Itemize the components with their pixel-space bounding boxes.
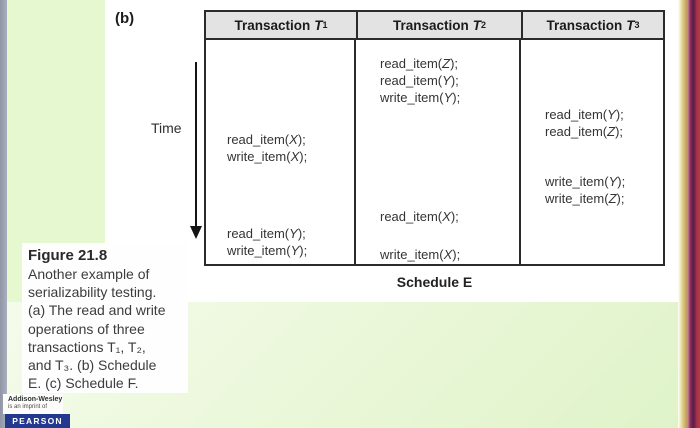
op-t3-write-y: write_item(Y);	[545, 174, 626, 189]
op-t1-read-x: read_item(X);	[227, 132, 306, 147]
column-divider	[354, 40, 356, 264]
op-t2-read-y: read_item(Y);	[380, 73, 459, 88]
figure-caption-box: Figure 21.8 Another example of serializa…	[22, 243, 188, 393]
figure-caption-line: (a) The read and write	[28, 302, 166, 319]
column-header-sub: 2	[481, 20, 487, 30]
op-t3-read-y: read_item(Y);	[545, 107, 624, 122]
column-divider	[519, 40, 521, 264]
figure-caption-line: operations of three	[28, 320, 145, 337]
figure-caption-line: E. (c) Schedule F.	[28, 375, 139, 392]
op-t2-read-x: read_item(X);	[380, 209, 459, 224]
schedule-name-caption: Schedule E	[396, 274, 473, 290]
schedule-table-body: read_item(Z); read_item(Y); write_item(Y…	[206, 40, 663, 264]
op-t2-read-z: read_item(Z);	[380, 56, 459, 71]
op-t1-write-x: write_item(X);	[227, 149, 308, 164]
part-label-b: (b)	[115, 10, 135, 27]
op-t2-write-y: write_item(Y);	[380, 90, 461, 105]
left-edge-bar	[0, 0, 7, 428]
op-t3-read-z: read_item(Z);	[545, 124, 624, 139]
pearson-logo: PEARSON	[5, 414, 70, 428]
column-header-text: Transaction	[234, 17, 311, 33]
column-header-sub: 1	[322, 20, 328, 30]
pearson-logo-text: PEARSON	[12, 416, 63, 426]
imprint-name: Addison-Wesley	[8, 396, 63, 403]
imprint-tagline: is an imprint of	[8, 404, 48, 410]
column-header-tvar: T	[472, 17, 481, 33]
figure-caption-line: transactions T₁, T₂,	[28, 338, 146, 355]
column-header-text: Transaction	[546, 17, 623, 33]
figure-caption-title: Figure 21.8	[28, 247, 108, 264]
op-t2-write-x: write_item(X);	[380, 247, 461, 262]
time-arrow-line	[195, 62, 197, 227]
figure-caption-line: and T₃. (b) Schedule	[28, 357, 157, 374]
column-header-sub: 3	[634, 20, 640, 30]
imprint-box: Addison-Wesley is an imprint of	[3, 394, 63, 414]
column-header-tvar: T	[626, 17, 635, 33]
time-axis-label: Time	[151, 120, 182, 136]
figure-caption-line: serializability testing.	[28, 284, 157, 301]
op-t1-read-y: read_item(Y);	[227, 226, 306, 241]
column-header-text: Transaction	[392, 17, 469, 33]
time-arrow-head-icon	[190, 226, 202, 239]
right-decorative-stripe	[678, 0, 700, 428]
figure-caption-line: Another example of	[28, 266, 150, 282]
op-t3-write-z: write_item(Z);	[545, 191, 625, 206]
column-header-tvar: T	[314, 17, 323, 33]
op-t1-write-y: write_item(Y);	[227, 243, 308, 258]
